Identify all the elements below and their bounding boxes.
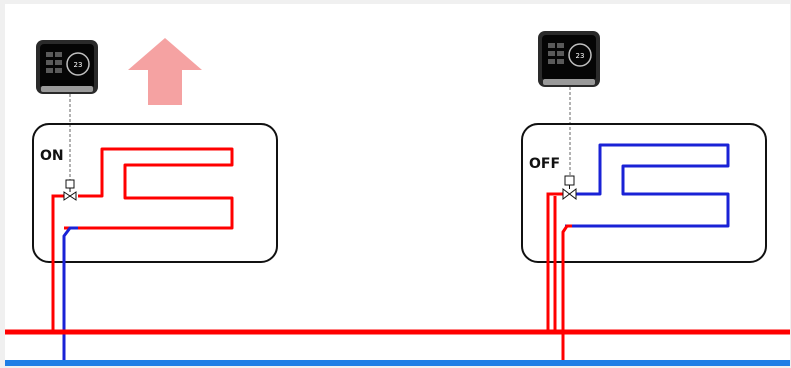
thermostat-display: 23 [576, 52, 585, 60]
zone-valve-icon [562, 175, 577, 201]
room-outline [521, 123, 767, 263]
floor-heating-loop [64, 147, 234, 230]
heat-rising-arrow-icon [128, 38, 202, 105]
thermostat-device-icon: 23 [538, 31, 600, 87]
zone-valve-icon [63, 179, 77, 201]
supply-riser-pipe [546, 192, 564, 332]
supply-riser-pipe [51, 194, 64, 332]
zone-state-label: ON [40, 148, 64, 164]
return-riser-pipe [62, 226, 78, 362]
return-riser-pipe [561, 224, 572, 362]
zone-state-label: OFF [529, 156, 560, 172]
zone-on: 23 ON [32, 38, 278, 362]
zone-off: 23 OFF [521, 31, 767, 362]
thermostat-device-icon: 23 [36, 40, 98, 94]
room-outline [32, 123, 278, 263]
floor-heating-loop [565, 143, 730, 228]
diagram-panel [5, 4, 790, 366]
thermostat-display: 23 [74, 61, 83, 69]
